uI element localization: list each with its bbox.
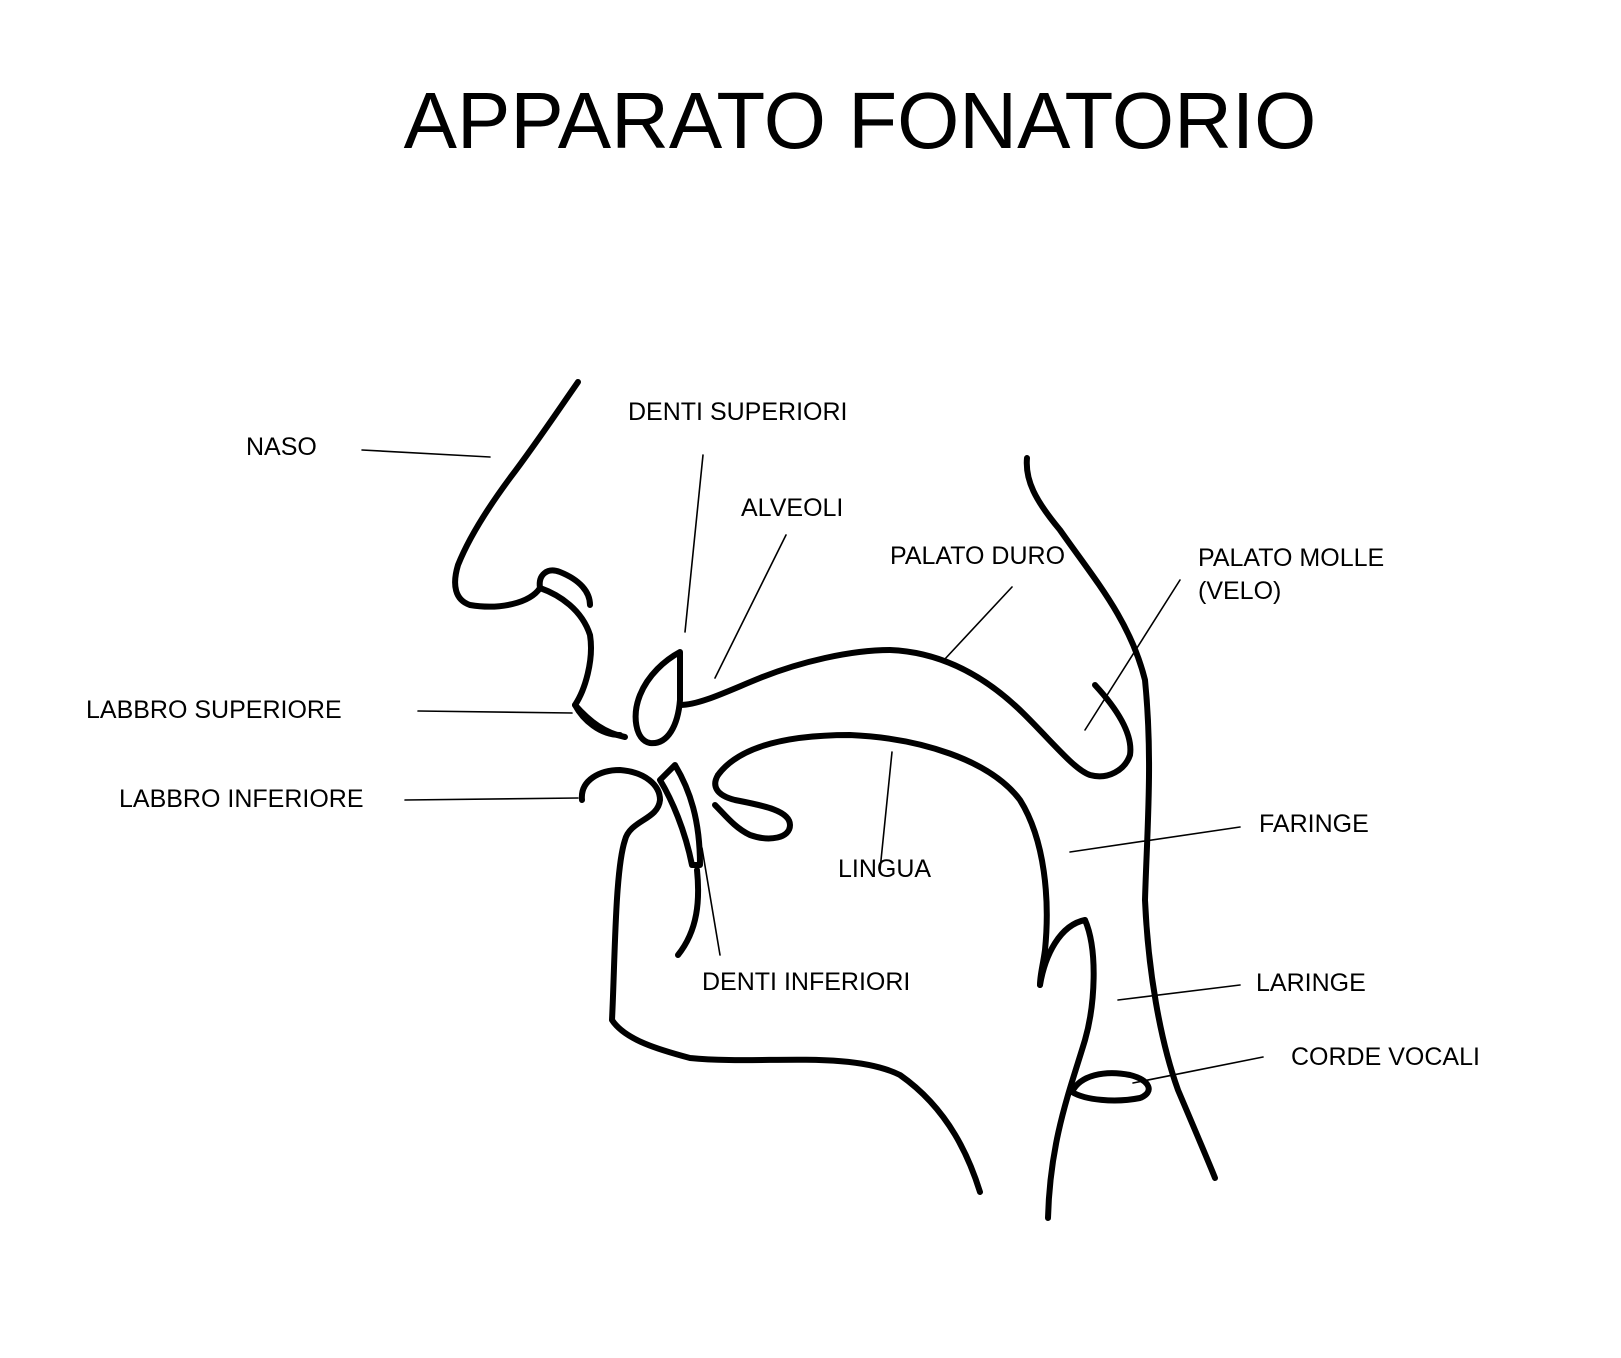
- denti-inferiori-leader: [701, 847, 721, 956]
- label-labbro-inferiore: LABBRO INFERIORE: [119, 785, 364, 813]
- corde-vocali-leader: [1132, 1056, 1264, 1084]
- label-lingua: LINGUA: [838, 855, 931, 883]
- label-denti-inferiori: DENTI INFERIORI: [702, 968, 910, 996]
- palato-molle-leader: [1084, 579, 1181, 731]
- label-labbro-superiore: LABBRO SUPERIORE: [86, 696, 342, 724]
- label-alveoli: ALVEOLI: [741, 494, 843, 522]
- nostril-outline: [536, 567, 593, 608]
- page-title: APPARATO FONATORIO: [404, 76, 1317, 165]
- anatomy-labels: NASO DENTI SUPERIORI ALVEOLI PALATO DURO…: [86, 398, 1480, 1071]
- alveoli-leader: [714, 534, 787, 679]
- palato-duro-leader: [943, 586, 1013, 661]
- labbro-inferiore-leader: [404, 797, 579, 801]
- label-laringe: LARINGE: [1256, 969, 1366, 997]
- head-profile: [452, 379, 1218, 1221]
- hard-palate-outline: [677, 647, 1134, 780]
- label-velo: (VELO): [1198, 577, 1281, 605]
- lower-lip-and-chin-outline: [578, 767, 983, 1195]
- label-palato-duro: PALATO DURO: [890, 542, 1065, 570]
- label-naso: NASO: [246, 433, 317, 461]
- lower-jaw-inner-outline: [675, 867, 702, 958]
- faringe-leader: [1069, 826, 1241, 853]
- upper-lip-outline: [572, 702, 628, 740]
- denti-superiori-leader: [684, 454, 704, 633]
- tongue-tip-outline: [712, 772, 793, 842]
- laringe-leader: [1117, 984, 1241, 1001]
- tongue-outline: [715, 732, 1050, 988]
- naso-leader: [361, 449, 491, 458]
- upper-teeth-outline: [632, 649, 683, 747]
- labbro-superiore-leader: [417, 710, 573, 714]
- nose-outline: [452, 379, 623, 738]
- pharynx-back-wall-outline: [1023, 455, 1218, 1181]
- label-faringe: FARINGE: [1259, 810, 1369, 838]
- epiglottis-outline: [1037, 917, 1097, 1221]
- lower-teeth-outline: [657, 762, 703, 868]
- lingua-leader: [879, 751, 893, 871]
- label-denti-superiori: DENTI SUPERIORI: [628, 398, 847, 426]
- label-corde-vocali: CORDE VOCALI: [1291, 1043, 1480, 1071]
- leader-lines: [361, 449, 1264, 1084]
- label-palato-molle: PALATO MOLLE: [1198, 544, 1384, 572]
- vocal-cords-shape: [1069, 1070, 1152, 1104]
